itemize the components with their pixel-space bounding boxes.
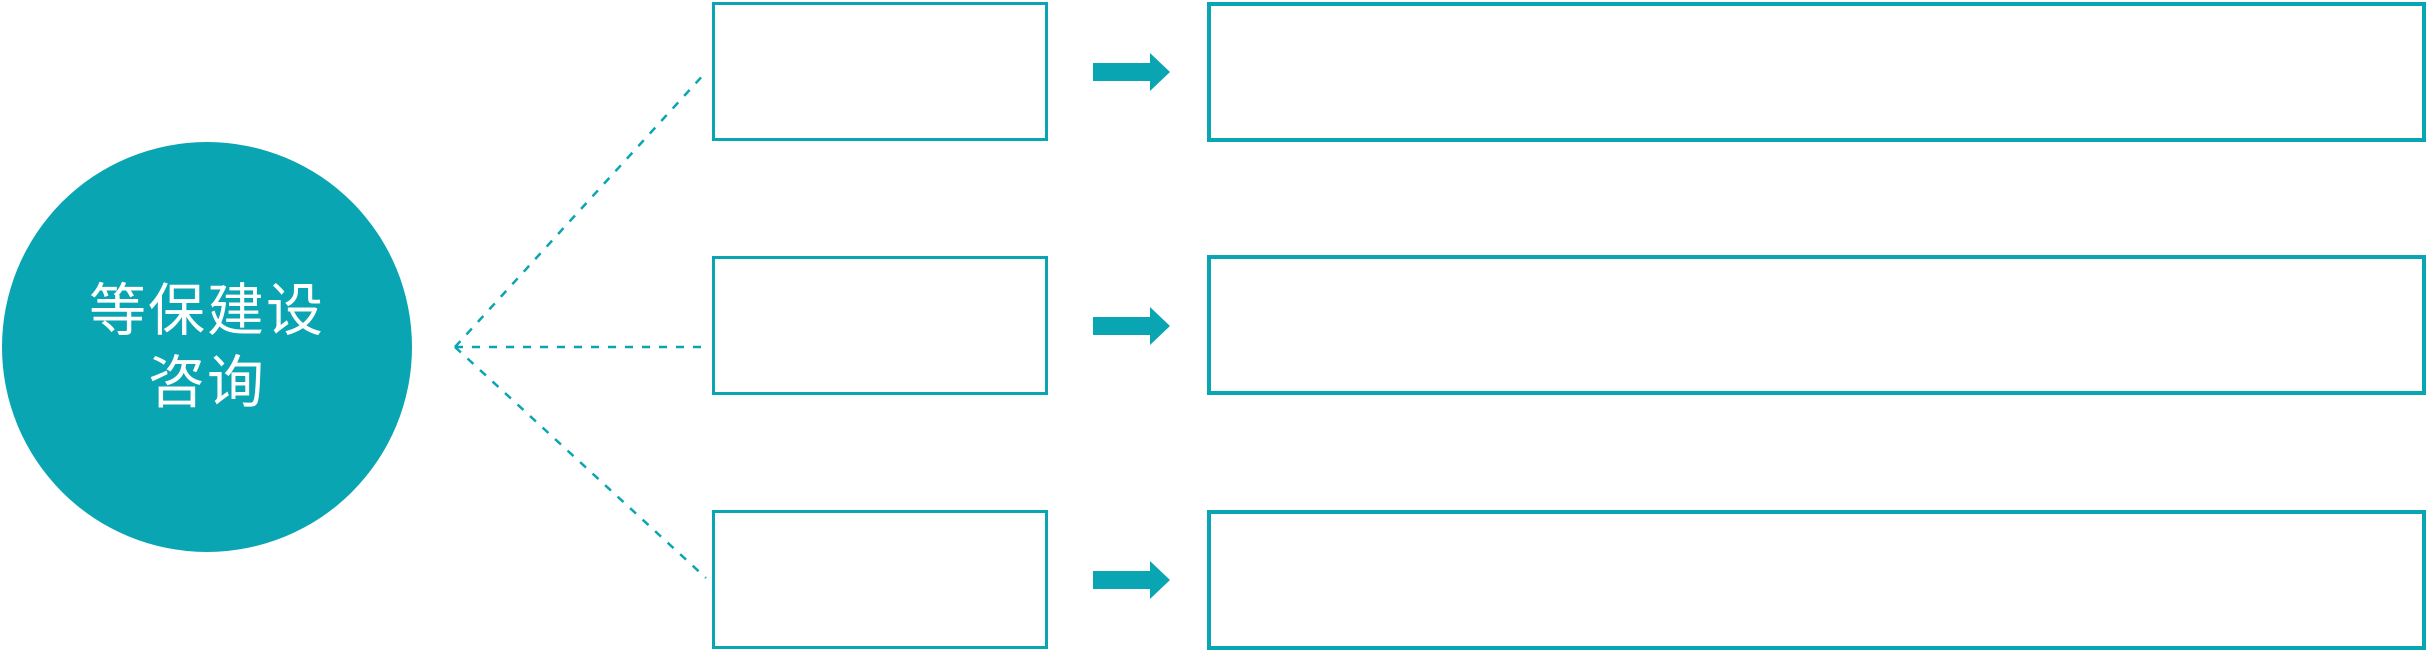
root-node: 等保建设 咨询: [2, 142, 412, 552]
arrow-right-icon: [1093, 561, 1170, 599]
detail-box-3: [1207, 510, 2426, 650]
arrow-right-icon: [1093, 53, 1170, 91]
detail-box-2: [1207, 255, 2426, 395]
category-box-1: [712, 2, 1048, 141]
root-node-label-line2: 咨询: [148, 351, 266, 415]
dashed-connector-bottom: [454, 346, 707, 579]
detail-box-1: [1207, 2, 2426, 142]
arrow-right-icon: [1093, 307, 1170, 345]
category-box-3: [712, 510, 1048, 649]
dashed-connector-top: [454, 71, 707, 348]
category-box-2: [712, 256, 1048, 395]
root-node-label-line1: 等保建设: [89, 279, 325, 343]
